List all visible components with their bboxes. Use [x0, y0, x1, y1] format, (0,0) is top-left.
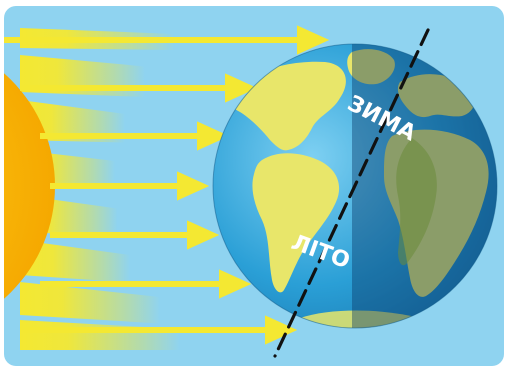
ray-arrow: [40, 121, 230, 151]
ray-arrow: [20, 73, 258, 103]
ray-arrow: [50, 220, 220, 250]
ray-arrows: [4, 25, 330, 345]
continent-north-america: [227, 61, 346, 151]
ray-arrow: [50, 171, 210, 201]
ray-arrow: [4, 25, 330, 55]
continent-south-america: [252, 153, 340, 293]
earth-axis: [273, 28, 430, 358]
ray-arrow: [20, 315, 298, 345]
ray-arrow: [40, 269, 252, 299]
